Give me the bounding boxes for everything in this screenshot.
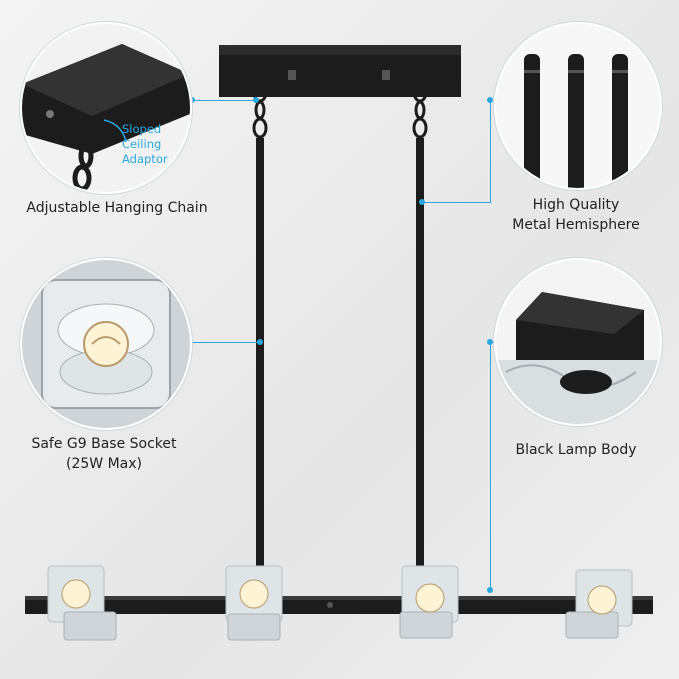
leader-socket-end [257, 339, 263, 345]
leader-chain-end [253, 97, 259, 103]
leader-body-end [487, 587, 493, 593]
socket-line-2: (25W Max) [66, 456, 142, 472]
leader-hemisphere-end [419, 199, 425, 205]
leader-hemisphere-dot [487, 97, 493, 103]
crystal-shade-4 [565, 569, 633, 639]
crystal-shade-1 [47, 565, 117, 641]
leader-chain-dot [189, 97, 195, 103]
leader-socket [190, 342, 260, 343]
lamp-body-image [494, 258, 662, 426]
ceiling-plate-image: Sloped Ceiling Adaptor [20, 22, 192, 194]
rod-image [494, 22, 662, 190]
leader-hemisphere-v [490, 100, 491, 203]
lamp-bar [25, 596, 653, 614]
crystal-shade-2 [225, 565, 283, 641]
adaptor-line-1: Sloped [122, 122, 162, 136]
hanging-chain-right [412, 81, 428, 139]
leader-body [490, 342, 491, 590]
rod-right [416, 138, 424, 578]
leader-chain [192, 100, 256, 101]
hanging-chain-left [252, 81, 268, 139]
hemisphere-line-2: Metal Hemisphere [512, 217, 640, 233]
hemisphere-line-1: High Quality [532, 197, 620, 213]
adaptor-line-2: Ceiling [122, 137, 162, 151]
hemisphere-caption: High Quality Metal Hemisphere [496, 195, 656, 235]
socket-caption: Safe G9 Base Socket (25W Max) [0, 434, 208, 474]
adaptor-line-3: Adaptor [122, 152, 168, 166]
socket-line-1: Safe G9 Base Socket [31, 436, 177, 452]
chain-caption: Adjustable Hanging Chain [26, 200, 208, 216]
crystal-socket-image [20, 258, 192, 430]
crystal-shade-3 [399, 565, 459, 639]
adaptor-label: Sloped Ceiling Adaptor [122, 122, 168, 167]
leader-body-dot [487, 339, 493, 345]
rod-left [256, 138, 264, 578]
body-caption: Black Lamp Body [515, 442, 637, 458]
leader-hemisphere-h [422, 202, 491, 203]
